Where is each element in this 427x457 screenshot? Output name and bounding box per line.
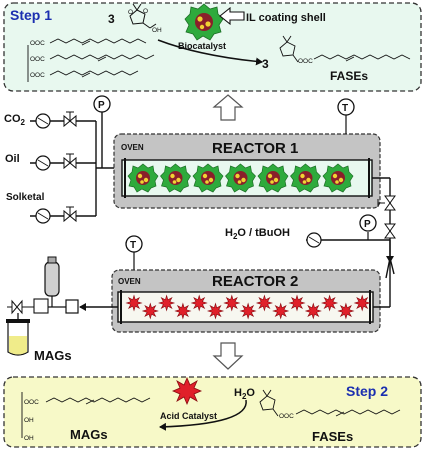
feed-section: CO2 Oil Solketal: [4, 95, 118, 224]
solketal-oh: OH: [152, 27, 162, 34]
acid-catalyst-star-icon: [141, 302, 159, 320]
svg-text:P: P: [364, 219, 371, 230]
acid-catalyst-star-icon: [223, 294, 241, 312]
step2-panel: Step 2 H2O Acid Catalyst OOC OH OH MAGs: [3, 376, 422, 448]
enzyme-particle-icon: [257, 163, 289, 193]
solketal-molecule: [129, 3, 157, 29]
il-shell-pointer-icon: [219, 6, 245, 26]
svg-text:T: T: [342, 103, 348, 114]
step1-panel: Step 1 3 OH O O IL coating shell Biocata: [3, 2, 422, 92]
shell-label: IL coating shell: [246, 12, 326, 24]
temperature-sensor-2-icon: T: [125, 235, 143, 270]
pump-oil-icon: [35, 155, 51, 171]
enzyme-particle-icon: [322, 163, 354, 193]
solketal-label: Solketal: [6, 192, 45, 203]
reactor2-inlet-line: [373, 262, 391, 308]
step1-coefficient-left: 3: [108, 12, 115, 26]
valve-co2-icon: [63, 111, 77, 128]
zoom-arrow-step2: [212, 342, 244, 370]
mag-oh-2: OH: [24, 435, 34, 442]
enzyme-particle-icon: [160, 163, 191, 193]
acid-catalyst-star-icon: [206, 302, 225, 320]
valve-oil-icon: [63, 153, 77, 170]
mag-ester-group: OOC: [24, 399, 39, 406]
step1-reaction-arrow: [157, 39, 263, 66]
mag-oh-1: OH: [24, 417, 34, 424]
enzyme-particle-icon: [192, 163, 224, 193]
temperature-sensor-1-icon: T: [337, 98, 355, 134]
valve-outlet-icon: [7, 299, 34, 315]
mags-outlet-label: MAGs: [34, 348, 72, 363]
reactor1-oven-label: OVEN: [121, 143, 144, 152]
reactor1-enzyme-bed: [127, 163, 354, 193]
reactor2: OVEN REACTOR 2: [111, 269, 381, 333]
enzyme-particle-icon: [127, 163, 159, 193]
acid-catalyst-star-icon: [171, 376, 203, 406]
step1-coefficient-right: 3: [262, 57, 269, 71]
zoom-arrow-step1: [212, 94, 244, 121]
fase-molecule: [279, 35, 411, 63]
water-tbuoh-label: H2O / tBuOH: [225, 227, 290, 241]
acid-catalyst-star-icon: [288, 294, 306, 312]
mags-product-label: MAGs: [70, 427, 108, 442]
acid-catalyst-star-icon: [174, 302, 192, 320]
acid-catalyst-star-icon: [337, 302, 355, 320]
step2-water: H2O: [234, 387, 255, 401]
reactor2-acid-bed: [125, 294, 371, 320]
mags-collection-vial: [6, 319, 30, 356]
acid-catalyst-star-icon: [272, 302, 290, 320]
svg-text:T: T: [130, 240, 136, 251]
back-pressure-regulator-icon: [48, 299, 79, 314]
biocatalyst-label: Biocatalyst: [178, 41, 226, 51]
enzyme-particle-icon: [184, 3, 224, 41]
oil-label: Oil: [5, 153, 20, 165]
step1-title: Step 1: [10, 7, 52, 23]
acid-catalyst-star-icon: [190, 294, 208, 312]
svg-text:O: O: [128, 9, 133, 16]
co2-label: CO2: [4, 113, 26, 127]
valve-solketal-icon: [63, 206, 77, 223]
svg-text:P: P: [98, 100, 105, 111]
triglyceride-ester-1: OOC: [30, 40, 45, 47]
fase-ester-group: OOC: [298, 58, 313, 65]
enzyme-particle-icon: [225, 163, 256, 193]
svg-text:O: O: [143, 8, 148, 15]
acid-catalyst-star-icon: [321, 294, 339, 312]
reactor1-title: REACTOR 1: [212, 140, 298, 157]
acid-catalyst-label: Acid Catalyst: [160, 411, 217, 421]
acid-catalyst-star-icon: [239, 302, 257, 320]
acid-catalyst-star-icon: [158, 294, 176, 312]
pump-solketal-icon: [35, 208, 51, 224]
pressure-gauge-1-icon: P: [93, 95, 111, 113]
triglyceride-ester-2: OOC: [30, 56, 45, 63]
fases-product-label: FASEs: [330, 69, 368, 83]
mag-molecule: [21, 392, 151, 438]
pump-co2-icon: [35, 113, 51, 129]
reactor2-title: REACTOR 2: [212, 273, 298, 290]
step2-title: Step 2: [346, 383, 388, 399]
reactor2-oven-label: OVEN: [118, 277, 141, 286]
triglyceride-molecule: [27, 38, 155, 82]
acid-catalyst-star-icon: [304, 302, 322, 320]
valve-right-1-icon: [377, 195, 396, 211]
acid-catalyst-star-icon: [125, 294, 143, 312]
step2-fase-molecule: [259, 389, 401, 417]
acid-catalyst-star-icon: [353, 294, 371, 312]
gas-cylinder-icon: [33, 256, 60, 314]
step2-fase-ester-group: OOC: [279, 413, 294, 420]
enzyme-particle-icon: [290, 163, 321, 193]
step2-fases-label: FASEs: [312, 429, 353, 444]
acid-catalyst-star-icon: [255, 294, 273, 312]
reactor1: OVEN REACTOR 1: [113, 133, 381, 209]
pressure-gauge-2-icon: P: [359, 214, 377, 240]
valve-right-2-icon: [384, 223, 396, 239]
triglyceride-ester-3: OOC: [30, 72, 45, 79]
pump-water-icon: [306, 232, 322, 248]
step2-reaction-arrow: [159, 399, 247, 431]
